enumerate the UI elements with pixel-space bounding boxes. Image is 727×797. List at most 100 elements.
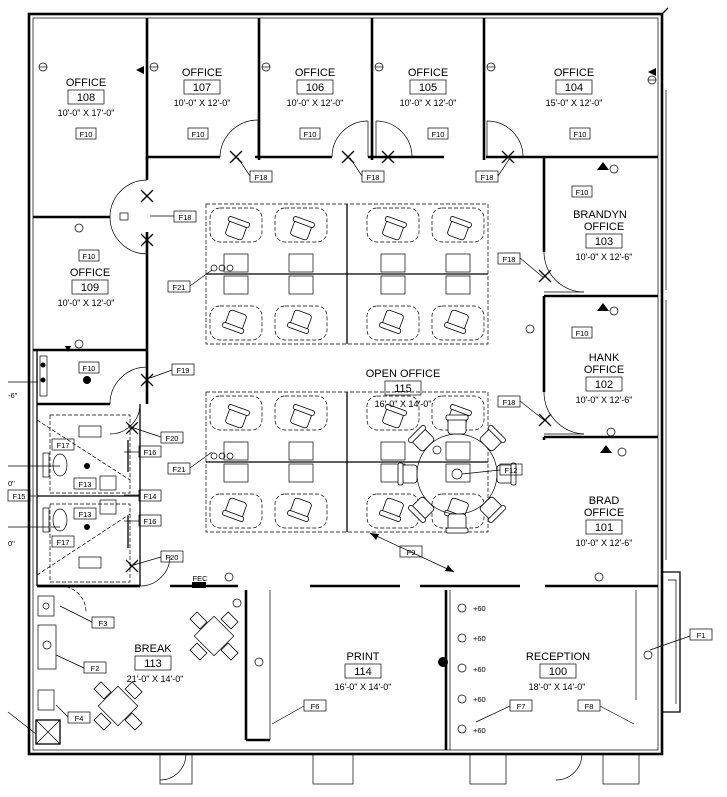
tag-f12: F12 — [505, 466, 518, 475]
room-name: OFFICE — [408, 67, 448, 79]
chair-icon — [222, 309, 247, 334]
room-number: 107 — [193, 82, 211, 94]
room-number: 102 — [595, 379, 613, 391]
file-cabinet — [445, 441, 471, 461]
room-break-113: BREAK 113 21'-0" X 14'-0" — [127, 643, 184, 684]
chair-icon — [382, 216, 407, 241]
room-name-line1: BRAD — [589, 495, 620, 507]
room-name-line1: HANK — [589, 352, 620, 364]
chair-icon — [290, 216, 315, 241]
tag-f16: F16 — [144, 448, 157, 457]
door-hardware-mark — [341, 150, 355, 164]
desk-surface — [366, 305, 420, 341]
tag-f4: F4 — [75, 714, 84, 723]
tag-f3: F3 — [99, 619, 108, 628]
desk-surface — [209, 493, 263, 529]
break-table — [93, 681, 143, 731]
outlet-height: +60 — [473, 634, 486, 643]
outlet-height: +60 — [473, 665, 486, 674]
room-dimensions: 10'-0" X 12'-6" — [576, 252, 633, 262]
chair-icon — [479, 424, 507, 452]
room-number: 115 — [394, 383, 412, 395]
room-number: 104 — [565, 82, 583, 94]
data-jack-icon — [210, 452, 218, 460]
file-cabinet — [380, 275, 406, 295]
chair-icon — [189, 611, 208, 630]
exterior-walls — [27, 7, 681, 785]
room-dimensions: 10'-0" X 12'-0" — [174, 98, 231, 108]
chair-icon — [287, 309, 312, 334]
room-number: 109 — [81, 282, 99, 294]
chair-icon — [496, 462, 517, 486]
room-dimensions: 16'-0" X 14'-0" — [335, 682, 392, 692]
tag-f10: F10 — [432, 130, 445, 139]
room-number: 114 — [354, 666, 372, 678]
room-name-line2: OFFICE — [584, 221, 624, 233]
room-office-108: OFFICE 108 10'-0" X 17'-0" — [58, 77, 115, 118]
chair-icon — [479, 496, 507, 524]
desk-surface — [366, 207, 420, 243]
room-dimensions: 16'-0" X 14'-0" — [375, 399, 432, 409]
tag-f10: F10 — [576, 188, 589, 197]
tag-f10: F10 — [80, 130, 93, 139]
room-hank-office-102: HANK OFFICE 102 10'-0" X 12'-6" — [576, 352, 633, 405]
edge-dimension: -6" — [8, 391, 18, 400]
tag-f18: F18 — [367, 173, 380, 182]
tag-f8: F8 — [585, 702, 594, 711]
room-number: 100 — [549, 666, 567, 678]
room-name: OFFICE — [295, 67, 335, 79]
desk-surface — [274, 305, 328, 341]
doors — [59, 119, 585, 781]
file-cabinet — [288, 275, 314, 295]
chair-icon — [445, 414, 469, 435]
room-dimensions: 10'-0" X 12'-0" — [287, 98, 344, 108]
room-office-105: OFFICE 105 10'-0" X 12'-0" — [400, 67, 457, 108]
file-cabinet — [223, 253, 249, 273]
chair-icon — [93, 712, 112, 731]
finish-tags-f10: F10 F10 F10 F10 F10 F10 F10 F10 F10 — [75, 127, 593, 374]
restroom-fixtures — [36, 414, 131, 583]
room-name: OFFICE — [554, 67, 594, 79]
tag-f10: F10 — [304, 130, 317, 139]
edge-dimension: 0" — [8, 479, 15, 488]
door-hardware-mark — [140, 233, 154, 247]
data-jack-icon — [218, 452, 226, 460]
door-hardware-mark — [538, 413, 552, 427]
room-number: 108 — [77, 92, 95, 104]
data-jack-icon — [226, 452, 234, 460]
room-office-107: OFFICE 107 10'-0" X 12'-0" — [174, 67, 231, 108]
tag-f17: F17 — [57, 538, 70, 547]
door-hardware-mark — [140, 373, 154, 387]
fec-label: FEC — [193, 574, 209, 583]
chair-icon — [124, 681, 143, 700]
desk-surface — [209, 207, 263, 243]
door-hardware-mark — [538, 269, 552, 283]
tag-f9: F9 — [407, 548, 416, 557]
chair-icon — [225, 216, 250, 241]
desk-surface — [209, 395, 263, 431]
room-name: OPEN OFFICE — [366, 368, 441, 380]
tag-f10: F10 — [192, 130, 205, 139]
desk-surface — [209, 305, 263, 341]
tag-f20: F20 — [166, 434, 179, 443]
tag-f10: F10 — [576, 329, 589, 338]
tag-f13: F13 — [79, 510, 92, 519]
chair-icon — [379, 309, 404, 334]
room-dimensions: 10'-0" X 12'-0" — [58, 298, 115, 308]
tag-f18: F18 — [481, 173, 494, 182]
chair-icon — [382, 404, 407, 429]
tag-f18: F18 — [503, 255, 516, 264]
tag-f18: F18 — [179, 213, 192, 222]
room-name: OFFICE — [182, 67, 222, 79]
room-name: BREAK — [134, 643, 172, 655]
file-cabinet — [223, 441, 249, 461]
edge-dimension: 0" — [8, 539, 15, 548]
tag-f17: F17 — [57, 441, 70, 450]
tag-f13: F13 — [79, 480, 92, 489]
room-print-114: PRINT 114 16'-0" X 14'-0" — [335, 651, 392, 692]
room-dimensions: 10'-0" X 17'-0" — [58, 108, 115, 118]
break-table — [189, 611, 239, 661]
device-symbols — [35, 62, 657, 745]
room-brandyn-office-103: BRANDYN OFFICE 103 10'-0" X 12'-6" — [573, 209, 632, 262]
